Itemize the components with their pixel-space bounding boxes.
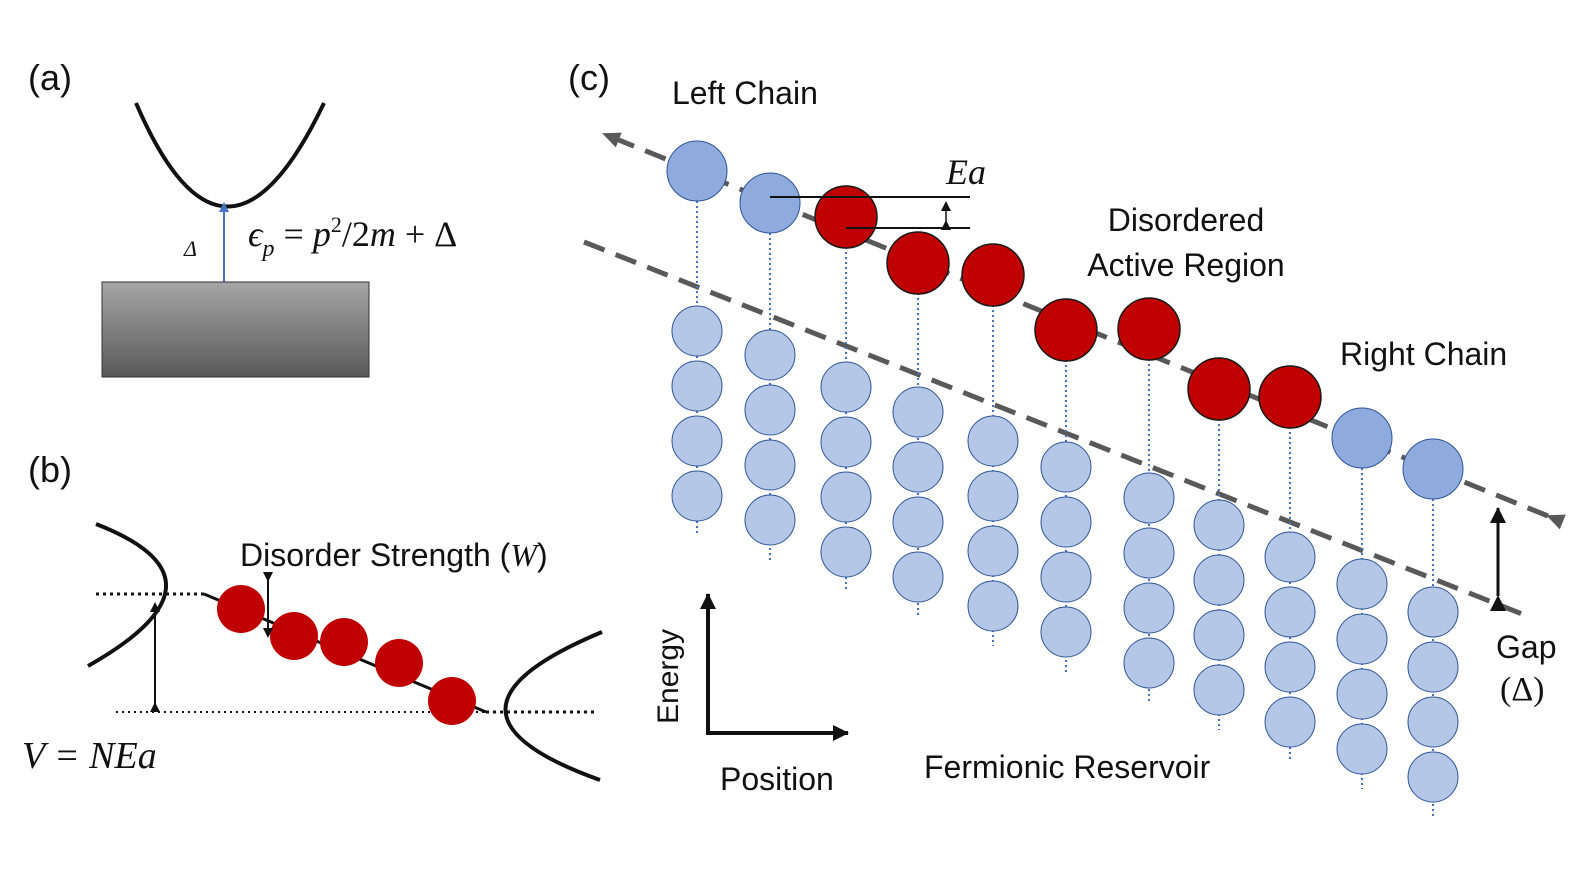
reservoir-site xyxy=(1193,609,1245,661)
active-region-site xyxy=(961,243,1025,307)
dispersion-formula: ϵp = p2/2m + Δ xyxy=(248,212,457,262)
disordered-label-line2: Active Region xyxy=(1087,247,1284,283)
right-band-edge xyxy=(503,630,603,782)
ea-label: Ea xyxy=(945,152,986,192)
reservoir-site xyxy=(967,525,1019,577)
reservoir-site xyxy=(820,526,872,578)
active-region-site xyxy=(1187,357,1251,421)
reservoir-site xyxy=(1123,582,1175,634)
reservoir-site xyxy=(1123,527,1175,579)
reservoir-site xyxy=(671,470,723,522)
chain-site xyxy=(1331,407,1393,469)
valence-slab xyxy=(101,281,370,378)
position-axis-label: Position xyxy=(720,761,834,797)
reservoir-site xyxy=(1407,696,1459,748)
reservoir-site xyxy=(1407,641,1459,693)
reservoir-site xyxy=(1336,723,1388,775)
gap-label-line2: (Δ) xyxy=(1500,671,1545,708)
active-region-site xyxy=(1117,297,1181,361)
reservoir-site xyxy=(892,496,944,548)
disorder-site xyxy=(217,585,265,633)
reservoir-site xyxy=(671,360,723,412)
disorder-site xyxy=(320,618,368,666)
reservoir-label: Fermionic Reservoir xyxy=(924,749,1211,785)
panel-a: (a) Δ ϵp = p2/2m + Δ xyxy=(28,57,457,378)
chain-site xyxy=(1402,438,1464,500)
reservoir-site xyxy=(744,329,796,381)
reservoir-site xyxy=(1264,696,1316,748)
reservoir-site xyxy=(1193,499,1245,551)
active-region-site xyxy=(1034,298,1098,362)
reservoir-site xyxy=(820,416,872,468)
disorder-site xyxy=(428,677,476,725)
reservoir-site xyxy=(671,415,723,467)
reservoir-site xyxy=(1336,558,1388,610)
disordered-label-line1: Disordered xyxy=(1108,202,1265,238)
reservoir-site xyxy=(671,305,723,357)
conduction-band-parabola xyxy=(134,102,326,209)
reservoir-site xyxy=(820,361,872,413)
reservoir-site xyxy=(1040,606,1092,658)
reservoir-site xyxy=(892,551,944,603)
voltage-formula: V = NEa xyxy=(22,735,157,777)
gap-symbol: Δ xyxy=(183,236,197,261)
disorder-site xyxy=(375,639,423,687)
left-chain-label: Left Chain xyxy=(672,75,818,111)
active-region-site xyxy=(886,231,950,295)
reservoir-site xyxy=(1336,668,1388,720)
reservoir-site xyxy=(967,470,1019,522)
panel-b-label: (b) xyxy=(28,449,72,490)
active-region-site xyxy=(814,185,878,249)
chain-site xyxy=(739,172,801,234)
reservoir-site xyxy=(1193,554,1245,606)
reservoir-site xyxy=(1123,472,1175,524)
reservoir-site xyxy=(744,439,796,491)
reservoir-site xyxy=(1264,641,1316,693)
panel-a-label: (a) xyxy=(28,57,72,98)
reservoir-site xyxy=(1123,637,1175,689)
reservoir-site xyxy=(1264,531,1316,583)
energy-axis-label: Energy xyxy=(652,629,685,724)
chain-site xyxy=(666,140,728,202)
reservoir-site xyxy=(1407,751,1459,803)
reservoir-site xyxy=(1040,441,1092,493)
right-chain-label: Right Chain xyxy=(1340,336,1507,372)
left-band-edge xyxy=(87,522,168,668)
reservoir-site xyxy=(744,494,796,546)
reservoir-site xyxy=(1040,551,1092,603)
reservoir-site xyxy=(1040,496,1092,548)
disorder-sites xyxy=(217,585,476,725)
panel-b: (b) Disorder Strength (W) V = NEa xyxy=(22,449,603,782)
reservoir-site xyxy=(1407,586,1459,638)
site-columns xyxy=(666,140,1464,817)
panel-c: (c) Ea Left Chain Disordered Active Regi… xyxy=(568,57,1566,817)
active-region-site xyxy=(1258,365,1322,429)
reservoir-site xyxy=(820,471,872,523)
gap-label-line1: Gap xyxy=(1496,629,1556,665)
disorder-site xyxy=(270,612,318,660)
reservoir-site xyxy=(1336,613,1388,665)
reservoir-site xyxy=(967,415,1019,467)
reservoir-site xyxy=(744,384,796,436)
reservoir-site xyxy=(1193,664,1245,716)
disorder-strength-label: Disorder Strength (W) xyxy=(240,537,548,573)
reservoir-site xyxy=(1264,586,1316,638)
panel-c-label: (c) xyxy=(568,57,610,98)
reservoir-site xyxy=(967,580,1019,632)
reservoir-site xyxy=(892,441,944,493)
reservoir-site xyxy=(892,386,944,438)
